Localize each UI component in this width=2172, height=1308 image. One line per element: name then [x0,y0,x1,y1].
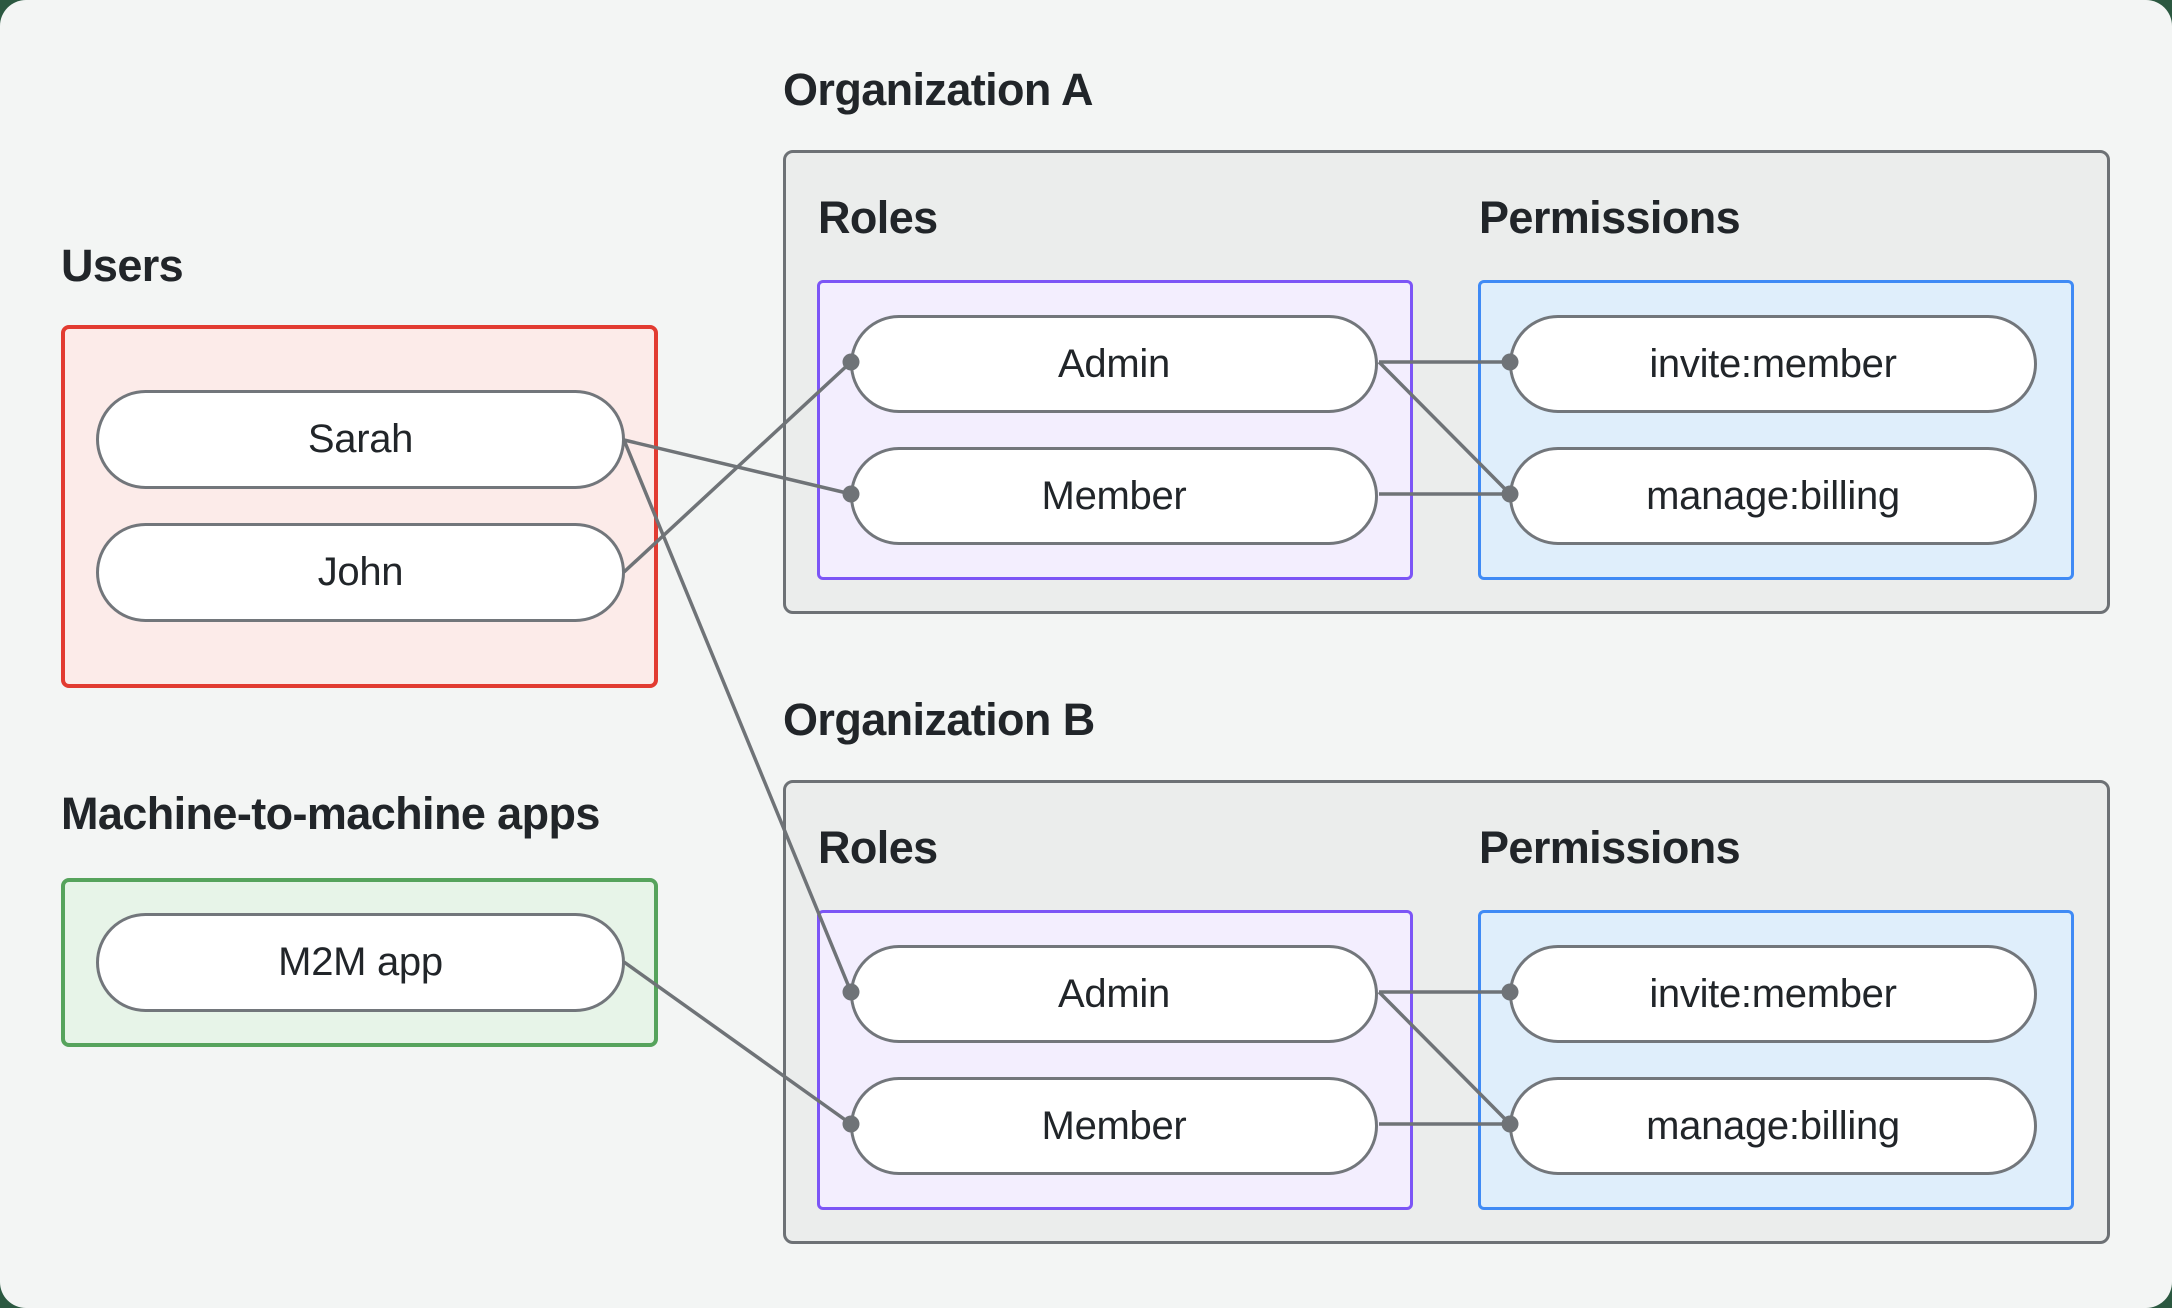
user-node-john: John [96,523,625,622]
org-b-role-member-label: Member [1041,1103,1187,1148]
m2m-group-box: M2M app [61,878,658,1047]
org-b-roles-box: Admin Member [817,910,1413,1210]
org-a-role-member: Member [850,447,1378,545]
org-a-permission-manage-billing-label: manage:billing [1646,473,1900,518]
org-a-permission-manage-billing: manage:billing [1509,447,2037,545]
org-b-permissions-label: Permissions [1479,822,1741,873]
users-group-label: Users [61,240,184,291]
org-b-permission-invite-member: invite:member [1509,945,2037,1043]
org-b-permissions-box: invite:member manage:billing [1478,910,2074,1210]
org-a-role-member-label: Member [1041,473,1187,518]
user-node-sarah-label: Sarah [307,417,414,461]
org-a-permissions-box: invite:member manage:billing [1478,280,2074,580]
org-a-role-admin-label: Admin [1058,341,1170,386]
org-b-permission-manage-billing: manage:billing [1509,1077,2037,1175]
org-b-permission-invite-member-label: invite:member [1649,971,1897,1016]
org-a-permission-invite-member-label: invite:member [1649,341,1897,386]
org-a-box: Roles Permissions Admin Member invite:me… [783,150,2110,614]
org-a-roles-label: Roles [818,192,938,243]
org-b-permission-manage-billing-label: manage:billing [1646,1103,1900,1148]
org-a-label: Organization A [783,64,1094,115]
m2m-group-label: Machine-to-machine apps [61,788,600,839]
user-node-john-label: John [317,550,404,594]
org-a-roles-box: Admin Member [817,280,1413,580]
users-group-box: Sarah John [61,325,658,688]
org-a-permissions-label: Permissions [1479,192,1741,243]
org-b-role-admin: Admin [850,945,1378,1043]
org-b-role-admin-label: Admin [1058,971,1170,1016]
user-node-sarah: Sarah [96,390,625,489]
m2m-app-node-label: M2M app [278,940,443,984]
org-b-role-member: Member [850,1077,1378,1175]
org-b-box: Roles Permissions Admin Member invite:me… [783,780,2110,1244]
org-a-role-admin: Admin [850,315,1378,413]
org-b-roles-label: Roles [818,822,938,873]
org-b-label: Organization B [783,694,1095,745]
org-a-permission-invite-member: invite:member [1509,315,2037,413]
m2m-app-node: M2M app [96,913,625,1012]
